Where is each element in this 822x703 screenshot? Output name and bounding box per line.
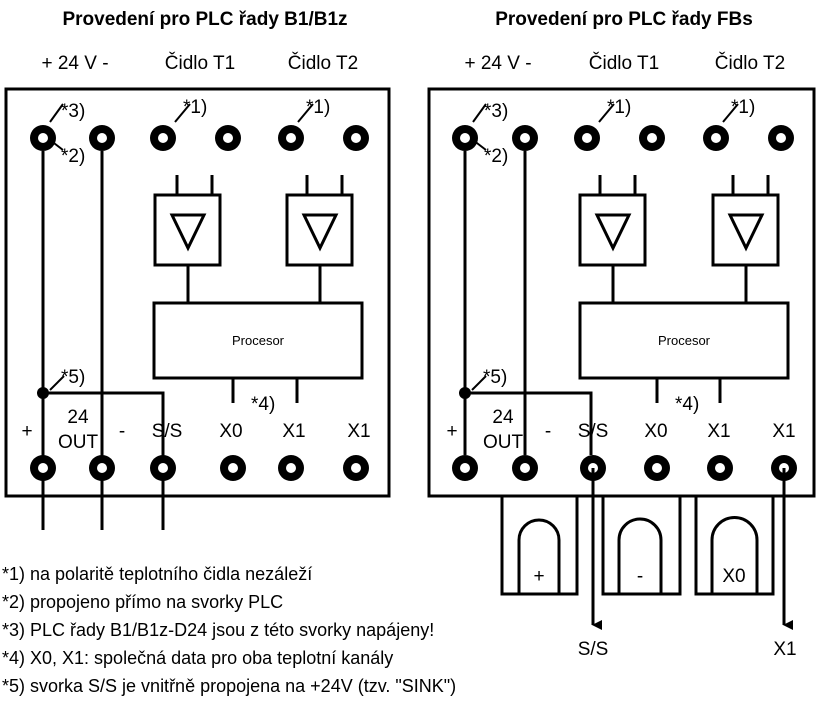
left-label-x1a: X1 xyxy=(282,421,305,442)
left-marker-4: *4) xyxy=(251,394,275,415)
right-label-x1b: X1 xyxy=(772,421,795,442)
left-top-terminals xyxy=(30,125,369,151)
left-label-plus: + xyxy=(21,421,32,442)
left-t2-label: Čidlo T2 xyxy=(288,52,358,74)
right-amp-t2 xyxy=(711,175,780,303)
right-t1-label: Čidlo T1 xyxy=(589,52,659,74)
right-amp-t1 xyxy=(578,175,647,303)
left-label-minus: - xyxy=(119,421,125,442)
left-marker-3: *3) xyxy=(61,101,85,122)
note-1: *1) na polaritě teplotního čidla nezálež… xyxy=(2,564,313,584)
note-4: *4) X0, X1: společná data pro oba teplot… xyxy=(2,648,394,668)
right-jumper-label-plus: + xyxy=(533,566,544,587)
left-label-out: OUT xyxy=(58,432,99,453)
right-title: Provedení pro PLC řady FBs xyxy=(495,9,753,30)
right-jumper-label-minus: - xyxy=(637,566,643,587)
left-bottom-terminals xyxy=(30,455,369,481)
left-amp-t2 xyxy=(285,175,354,303)
note-5: *5) svorka S/S je vnitřně propojena na +… xyxy=(2,676,457,696)
right-processor-label: Procesor xyxy=(658,333,711,348)
right-processor xyxy=(578,301,790,380)
left-marker-2: *2) xyxy=(61,146,85,167)
left-module: Provedení pro PLC řady B1/B1z + 24 V - Č… xyxy=(4,9,391,530)
right-power-label: + 24 V - xyxy=(464,53,531,74)
right-label-out: OUT xyxy=(483,432,524,453)
left-t1-label: Čidlo T1 xyxy=(165,52,235,74)
right-marker-4: *4) xyxy=(675,394,699,415)
right-bottom-terminals xyxy=(452,455,797,481)
right-marker-3: *3) xyxy=(484,101,508,122)
left-marker-1b: *1) xyxy=(306,97,330,118)
right-jumper-plus xyxy=(500,496,579,596)
left-amp-t1 xyxy=(153,175,222,303)
left-label-x1b: X1 xyxy=(347,421,370,442)
right-marker-2: *2) xyxy=(484,146,508,167)
left-processor-label: Procesor xyxy=(232,333,285,348)
right-top-terminals xyxy=(452,125,794,151)
right-module: Provedení pro PLC řady FBs + 24 V - Čidl… xyxy=(427,9,816,660)
note-3: *3) PLC řady B1/B1z-D24 jsou z této svor… xyxy=(2,620,435,640)
right-marker-1a: *1) xyxy=(607,97,631,118)
left-power-label: + 24 V - xyxy=(41,53,108,74)
right-label-ss: S/S xyxy=(578,421,609,442)
note-2: *2) propojeno přímo na svorky PLC xyxy=(2,592,284,612)
right-t2-label: Čidlo T2 xyxy=(715,52,785,74)
right-marker-1b: *1) xyxy=(731,97,755,118)
left-label-24: 24 xyxy=(67,407,89,428)
left-marker-1a: *1) xyxy=(183,97,207,118)
right-label-minus: - xyxy=(545,421,551,442)
left-marker-5: *5) xyxy=(61,367,85,388)
right-output-ss: S/S xyxy=(578,639,609,660)
right-jumper-label-x0: X0 xyxy=(722,566,745,587)
right-marker-5: *5) xyxy=(483,367,507,388)
right-label-plus: + xyxy=(446,421,457,442)
left-title: Provedení pro PLC řady B1/B1z xyxy=(62,9,347,30)
right-module-box xyxy=(427,87,816,498)
right-label-x0: X0 xyxy=(644,421,667,442)
right-jumper-minus xyxy=(601,496,682,596)
left-label-ss: S/S xyxy=(152,421,183,442)
right-jumper-x0 xyxy=(694,496,775,596)
left-label-x0: X0 xyxy=(219,421,242,442)
right-label-24: 24 xyxy=(492,407,514,428)
right-label-x1a: X1 xyxy=(707,421,730,442)
left-module-box xyxy=(4,87,391,498)
right-output-x1: X1 xyxy=(773,639,796,660)
left-processor xyxy=(152,301,364,380)
notes: *1) na polaritě teplotního čidla nezálež… xyxy=(2,560,456,700)
